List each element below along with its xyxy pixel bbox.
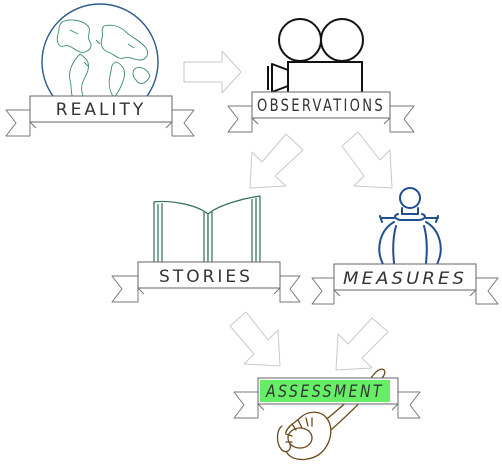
stories-banner: STORIES — [111, 261, 301, 303]
assessment-highlight — [260, 380, 390, 402]
reality-banner: REALITY — [5, 95, 195, 137]
stories-label: STORIES — [159, 267, 253, 287]
arrow-measures-to-assessment — [335, 317, 389, 371]
measures-banner: MEASURES — [311, 263, 499, 305]
arrow-observations-to-stories — [249, 133, 304, 189]
arrow-observations-to-measures — [341, 131, 393, 189]
globe-icon — [41, 3, 159, 121]
observations-banner: OBSERVATIONS — [227, 91, 415, 133]
arrow-reality-to-observations — [183, 50, 242, 94]
assessment-label: ASSESSMENT — [265, 382, 384, 402]
reality-label: REALITY — [56, 100, 146, 120]
arrow-stories-to-assessment — [229, 311, 281, 367]
observations-label: OBSERVATIONS — [257, 96, 385, 116]
assessment-banner: ASSESSMENT — [233, 377, 421, 419]
film-camera-icon — [267, 18, 364, 95]
measures-label: MEASURES — [343, 269, 467, 289]
